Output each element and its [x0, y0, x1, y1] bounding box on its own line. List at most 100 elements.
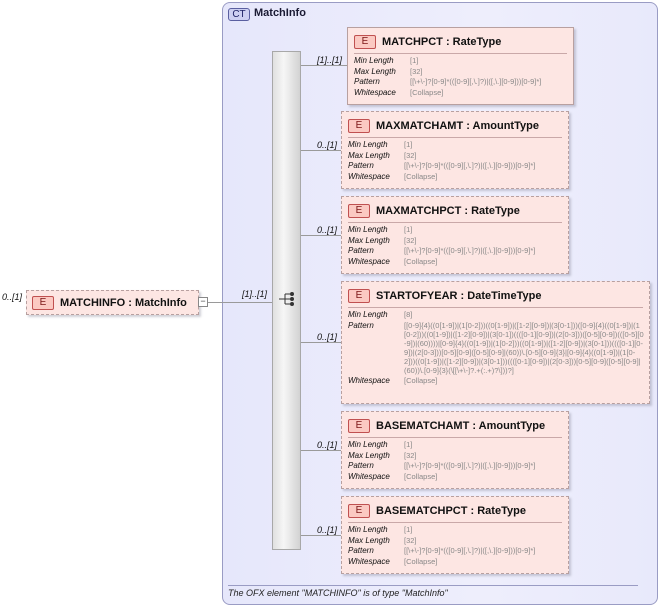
child-connector: [301, 150, 341, 151]
child-connector: [301, 535, 341, 536]
root-element-title: MATCHINFO : MatchInfo: [60, 296, 187, 309]
element-card-basematchamt[interactable]: E BASEMATCHAMT : AmountType Min Length [1…: [341, 411, 569, 489]
facet-label: Min Length: [348, 440, 388, 449]
divider: [348, 437, 562, 438]
facet-value: [[\+\-]?[0-9]*(([0-9][,\.]?)|([,\.][0-9]…: [404, 246, 536, 255]
element-title: STARTOFYEAR : DateTimeType: [376, 290, 542, 302]
complex-type-title: MatchInfo: [254, 7, 306, 19]
facet-label: Whitespace: [348, 256, 390, 266]
facet-label: Max Length: [348, 535, 390, 545]
element-badge: E: [348, 204, 370, 218]
type-description: The OFX element "MATCHINFO" is of type "…: [228, 588, 448, 598]
facet-label: Max Length: [348, 450, 390, 460]
facet-value: [1]: [404, 525, 413, 534]
divider: [348, 222, 562, 223]
element-header: E BASEMATCHPCT : RateType: [348, 503, 562, 519]
facet-value: [Collapse]: [404, 471, 438, 481]
facet-value: [8]: [404, 310, 413, 319]
facet-list: Min Length [1] Max Length [32] Pattern [[\+…: [348, 525, 564, 567]
element-badge: E: [348, 419, 370, 433]
facet-label: Whitespace: [354, 87, 396, 97]
facet-label: Whitespace: [348, 375, 390, 385]
element-card-startofyear[interactable]: E STARTOFYEAR : DateTimeType Min Length […: [341, 281, 650, 404]
facet-value: [[\+\-]?[0-9]*(([0-9][,\.]?)|([,\.][0-9]…: [404, 161, 536, 170]
root-multiplicity: 0..[1]: [2, 292, 23, 302]
facet-value: [Collapse]: [410, 87, 444, 97]
element-badge: E: [348, 504, 370, 518]
facet-label: Max Length: [348, 150, 390, 160]
sequence-multiplicity: [1]..[1]: [242, 289, 268, 299]
element-card-maxmatchamt[interactable]: E MAXMATCHAMT : AmountType Min Length [1]…: [341, 111, 569, 189]
facet-value: [32]: [404, 535, 417, 545]
facet-value: [Collapse]: [404, 556, 438, 566]
sequence-icon: [279, 292, 294, 306]
footer-divider: [228, 585, 638, 586]
facet-label: Pattern: [348, 320, 374, 330]
facet-list: Min Length [1] Max Length [32] Pattern [[\+…: [348, 140, 564, 182]
root-connector: [208, 302, 272, 303]
facet-label: Min Length: [348, 140, 388, 149]
child-connector: [301, 65, 347, 66]
facet-list: Min Length [1] Max Length [32] Pattern [[\+…: [348, 440, 564, 482]
facet-value: [[0-9]{4}((0[1-9])|(1[0-2]))((0[1-9])|([…: [404, 320, 644, 375]
element-card-maxmatchpct[interactable]: E MAXMATCHPCT : RateType Min Length [1] M…: [341, 196, 569, 274]
facet-value: [32]: [404, 150, 417, 160]
facet-value: [Collapse]: [404, 256, 438, 266]
divider: [348, 137, 562, 138]
facet-value: [32]: [410, 66, 423, 76]
element-multiplicity: 0..[1]: [317, 525, 338, 535]
facet-value: [32]: [404, 450, 417, 460]
element-card-matchpct[interactable]: E MATCHPCT : RateType Min Length [1] Max …: [347, 27, 574, 105]
element-multiplicity: 0..[1]: [317, 440, 338, 450]
root-element[interactable]: E MATCHINFO : MatchInfo: [26, 290, 199, 315]
collapse-toggle[interactable]: −: [198, 297, 208, 307]
divider: [348, 307, 643, 308]
element-multiplicity: 0..[1]: [317, 225, 338, 235]
element-header: E MAXMATCHAMT : AmountType: [348, 118, 562, 134]
facet-value: [[\+\-]?[0-9]*(([0-9][,\.]?)|([,\.][0-9]…: [404, 461, 536, 470]
complex-type-badge: CT: [228, 8, 250, 21]
facet-label: Min Length: [348, 310, 388, 319]
element-card-basematchpct[interactable]: E BASEMATCHPCT : RateType Min Length [1] …: [341, 496, 569, 574]
child-connector: [301, 450, 341, 451]
facet-label: Whitespace: [348, 556, 390, 566]
element-title: MATCHPCT : RateType: [382, 36, 502, 48]
element-title: MAXMATCHAMT : AmountType: [376, 120, 539, 132]
facet-label: Pattern: [348, 461, 374, 470]
element-header: E STARTOFYEAR : DateTimeType: [348, 288, 643, 304]
element-title: BASEMATCHAMT : AmountType: [376, 420, 546, 432]
element-badge: E: [32, 295, 54, 310]
facet-label: Max Length: [354, 66, 396, 76]
facet-label: Pattern: [354, 77, 380, 86]
element-header: E MAXMATCHPCT : RateType: [348, 203, 562, 219]
facet-value: [1]: [404, 225, 413, 234]
facet-value: [Collapse]: [404, 375, 438, 385]
facet-value: [1]: [410, 56, 419, 65]
element-multiplicity: 0..[1]: [317, 332, 338, 342]
facet-label: Pattern: [348, 246, 374, 255]
facet-value: [[\+\-]?[0-9]*(([0-9][,\.]?)|([,\.][0-9]…: [410, 77, 542, 86]
element-header: E MATCHPCT : RateType: [354, 34, 567, 50]
divider: [348, 522, 562, 523]
sequence-compositor[interactable]: [272, 51, 301, 550]
facet-value: [[\+\-]?[0-9]*(([0-9][,\.]?)|([,\.][0-9]…: [404, 546, 536, 555]
element-multiplicity: 0..[1]: [317, 140, 338, 150]
facet-label: Pattern: [348, 546, 374, 555]
facet-list: Min Length [8] Pattern [[0-9]{4}((0[1-9])|…: [348, 310, 645, 386]
facet-label: Whitespace: [348, 471, 390, 481]
divider: [354, 53, 567, 54]
element-multiplicity: [1]..[1]: [317, 55, 343, 65]
facet-value: [1]: [404, 140, 413, 149]
facet-list: Min Length [1] Max Length [32] Pattern [[\+…: [348, 225, 564, 267]
facet-label: Min Length: [348, 525, 388, 534]
facet-label: Max Length: [348, 235, 390, 245]
facet-label: Min Length: [354, 56, 394, 65]
element-header: E BASEMATCHAMT : AmountType: [348, 418, 562, 434]
facet-value: [32]: [404, 235, 417, 245]
facet-label: Whitespace: [348, 171, 390, 181]
facet-value: [1]: [404, 440, 413, 449]
facet-label: Min Length: [348, 225, 388, 234]
element-title: MAXMATCHPCT : RateType: [376, 205, 520, 217]
element-badge: E: [348, 119, 370, 133]
facet-label: Pattern: [348, 161, 374, 170]
